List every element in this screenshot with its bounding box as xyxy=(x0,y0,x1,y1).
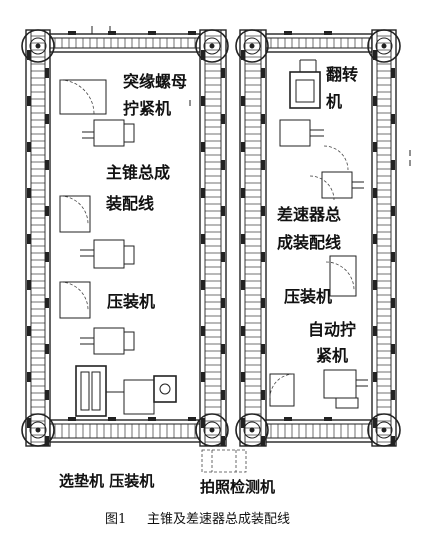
label-nut-tightening-line2: 拧紧机 xyxy=(123,99,171,118)
turntable-top-mid-left xyxy=(195,29,229,63)
photo-inspection-outline xyxy=(201,449,247,473)
label-nut-tightening-line1: 突缘螺母 xyxy=(123,72,187,91)
conveyor-left-bottom xyxy=(49,417,201,443)
station-labels: 突缘螺母 拧紧机 主锥总成 装配线 压装机 翻转 机 差速器总 成装配线 压装机… xyxy=(59,65,358,496)
auxiliary-door-right xyxy=(269,373,295,407)
label-auto-tightening-line2: 紧机 xyxy=(316,346,348,365)
conveyor-tracks xyxy=(25,29,397,447)
shim-selection-station xyxy=(75,365,177,417)
conveyor-right-top xyxy=(265,31,373,53)
turntable-bottom-right xyxy=(367,413,401,447)
left-workstations xyxy=(59,26,191,417)
press-station-left xyxy=(59,281,135,355)
label-press-right: 压装机 xyxy=(284,287,332,306)
nut-tightening-station xyxy=(59,79,135,147)
turntable-bottom-mid-left xyxy=(195,413,229,447)
conveyor-center-right xyxy=(239,29,267,447)
corner-turntables xyxy=(21,29,401,447)
turntable-bottom-mid-right xyxy=(235,413,269,447)
figure-caption: 图1 主锥及差速器总成装配线 xyxy=(105,512,290,527)
turntable-top-mid-right xyxy=(235,29,269,63)
label-photo-inspection: 拍照检测机 xyxy=(200,478,275,496)
turntable-bottom-left xyxy=(21,413,55,447)
label-main-cone-line2: 装配线 xyxy=(105,194,154,213)
conveyor-right-bottom xyxy=(265,417,373,443)
label-auto-tightening-line1: 自动拧 xyxy=(308,320,356,339)
main-cone-station-upper xyxy=(59,195,135,269)
label-flip-line1: 翻转 xyxy=(326,65,358,84)
flip-station xyxy=(279,59,349,171)
right-workstations xyxy=(269,59,411,409)
press-station-right xyxy=(325,255,357,297)
conveyor-right-outer xyxy=(371,29,397,447)
turntable-top-right xyxy=(367,29,401,63)
label-flip-line2: 机 xyxy=(326,92,342,111)
label-differential-line1: 差速器总 xyxy=(277,205,341,224)
conveyor-center-left xyxy=(199,29,227,447)
auto-tightening-station xyxy=(323,369,368,409)
turntable-top-left xyxy=(21,29,55,63)
caption-title: 主锥及差速器总成装配线 xyxy=(147,512,290,527)
label-press-left: 压装机 xyxy=(107,292,155,311)
caption-figure-number: 图1 xyxy=(105,512,126,527)
conveyor-left-top xyxy=(49,31,201,53)
label-shim-press-bottom: 选垫机 压装机 xyxy=(59,472,154,490)
label-differential-line2: 成装配线 xyxy=(277,233,341,252)
conveyor-left-outer xyxy=(25,29,51,447)
differential-station xyxy=(309,171,364,201)
label-main-cone-line1: 主锥总成 xyxy=(106,163,170,182)
